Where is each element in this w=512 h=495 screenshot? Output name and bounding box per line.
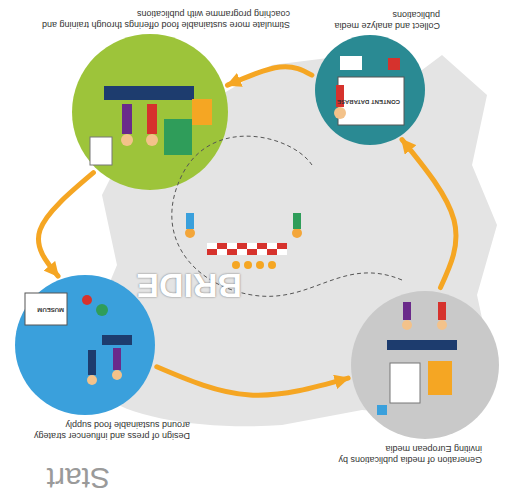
illustration-part bbox=[388, 58, 400, 70]
flow-arrow bbox=[227, 67, 311, 86]
illustration-part bbox=[147, 104, 157, 134]
illustration-part bbox=[113, 348, 121, 370]
screen-text: CONTENT DATABASE bbox=[337, 99, 400, 105]
illustration-part bbox=[237, 249, 247, 255]
process-circle: Design of press and influencer strategy … bbox=[15, 275, 155, 415]
process-circle: Stimulate more sustainable food offering… bbox=[72, 34, 228, 190]
illustration-part bbox=[146, 134, 158, 146]
illustration-part bbox=[92, 55, 497, 426]
illustration-part bbox=[164, 119, 192, 155]
flow-arrow bbox=[38, 173, 93, 276]
illustration-part bbox=[232, 261, 240, 269]
illustration-part bbox=[268, 261, 276, 269]
illustration-part bbox=[185, 228, 195, 238]
illustration-part bbox=[25, 293, 67, 325]
illustration-part bbox=[112, 370, 122, 380]
illustration-part bbox=[387, 340, 457, 350]
illustration-part bbox=[82, 295, 92, 305]
illustration-part bbox=[102, 335, 132, 345]
illustration-part bbox=[185, 213, 302, 269]
watermark: BRIDE bbox=[136, 269, 242, 303]
illustration-part bbox=[438, 302, 446, 320]
circle-fill bbox=[15, 275, 155, 415]
illustration-part bbox=[207, 243, 287, 255]
illustration-part bbox=[402, 320, 412, 330]
start-heading: Start bbox=[47, 463, 110, 493]
circle-fill bbox=[351, 291, 499, 439]
illustration-part bbox=[428, 361, 452, 395]
illustration-part bbox=[90, 137, 112, 165]
step-text: Collect and analyze media publications bbox=[325, 9, 440, 31]
flow-arrow bbox=[157, 367, 348, 395]
illustration-part bbox=[403, 302, 411, 320]
illustration-part bbox=[217, 249, 227, 255]
circle-fill bbox=[315, 35, 425, 145]
illustration-part bbox=[292, 228, 302, 238]
flow-arrow bbox=[402, 140, 456, 288]
illustration-part bbox=[340, 56, 362, 70]
illustration-part bbox=[377, 405, 387, 415]
illustration-part bbox=[437, 320, 447, 330]
circle-shape bbox=[15, 275, 155, 415]
illustration-part bbox=[227, 243, 237, 249]
illustration-part bbox=[334, 107, 346, 119]
illustration-part bbox=[192, 99, 212, 125]
illustration-part bbox=[88, 350, 96, 375]
illustration-part bbox=[267, 243, 277, 249]
illustration-part bbox=[390, 363, 420, 403]
illustration-part bbox=[257, 249, 267, 255]
illustration-part bbox=[121, 134, 133, 146]
illustration-part bbox=[247, 243, 257, 249]
illustration-part bbox=[207, 243, 217, 249]
circle-fill bbox=[72, 34, 228, 190]
illustration-part bbox=[87, 375, 97, 385]
illustration-part bbox=[122, 104, 132, 134]
step-text: Design of press and influencer strategy … bbox=[6, 419, 190, 441]
illustration-part bbox=[277, 249, 287, 255]
sign-text: MUSEUM bbox=[37, 307, 64, 313]
step-text: Stimulate more sustainable food offering… bbox=[28, 8, 290, 30]
circle-shape bbox=[351, 291, 499, 439]
illustration-part bbox=[104, 86, 194, 100]
illustration-part bbox=[293, 213, 301, 229]
illustration-part bbox=[96, 304, 108, 316]
process-circle: Collect and analyze media publications bbox=[315, 35, 425, 145]
illustration-part bbox=[244, 261, 252, 269]
process-circle: Generation of media publications by invi… bbox=[351, 291, 499, 439]
illustration-part bbox=[256, 261, 264, 269]
circle-shape bbox=[315, 35, 425, 145]
step-text: Generation of media publications by invi… bbox=[322, 443, 482, 465]
circle-shape bbox=[72, 34, 228, 190]
illustration-part bbox=[186, 213, 194, 229]
